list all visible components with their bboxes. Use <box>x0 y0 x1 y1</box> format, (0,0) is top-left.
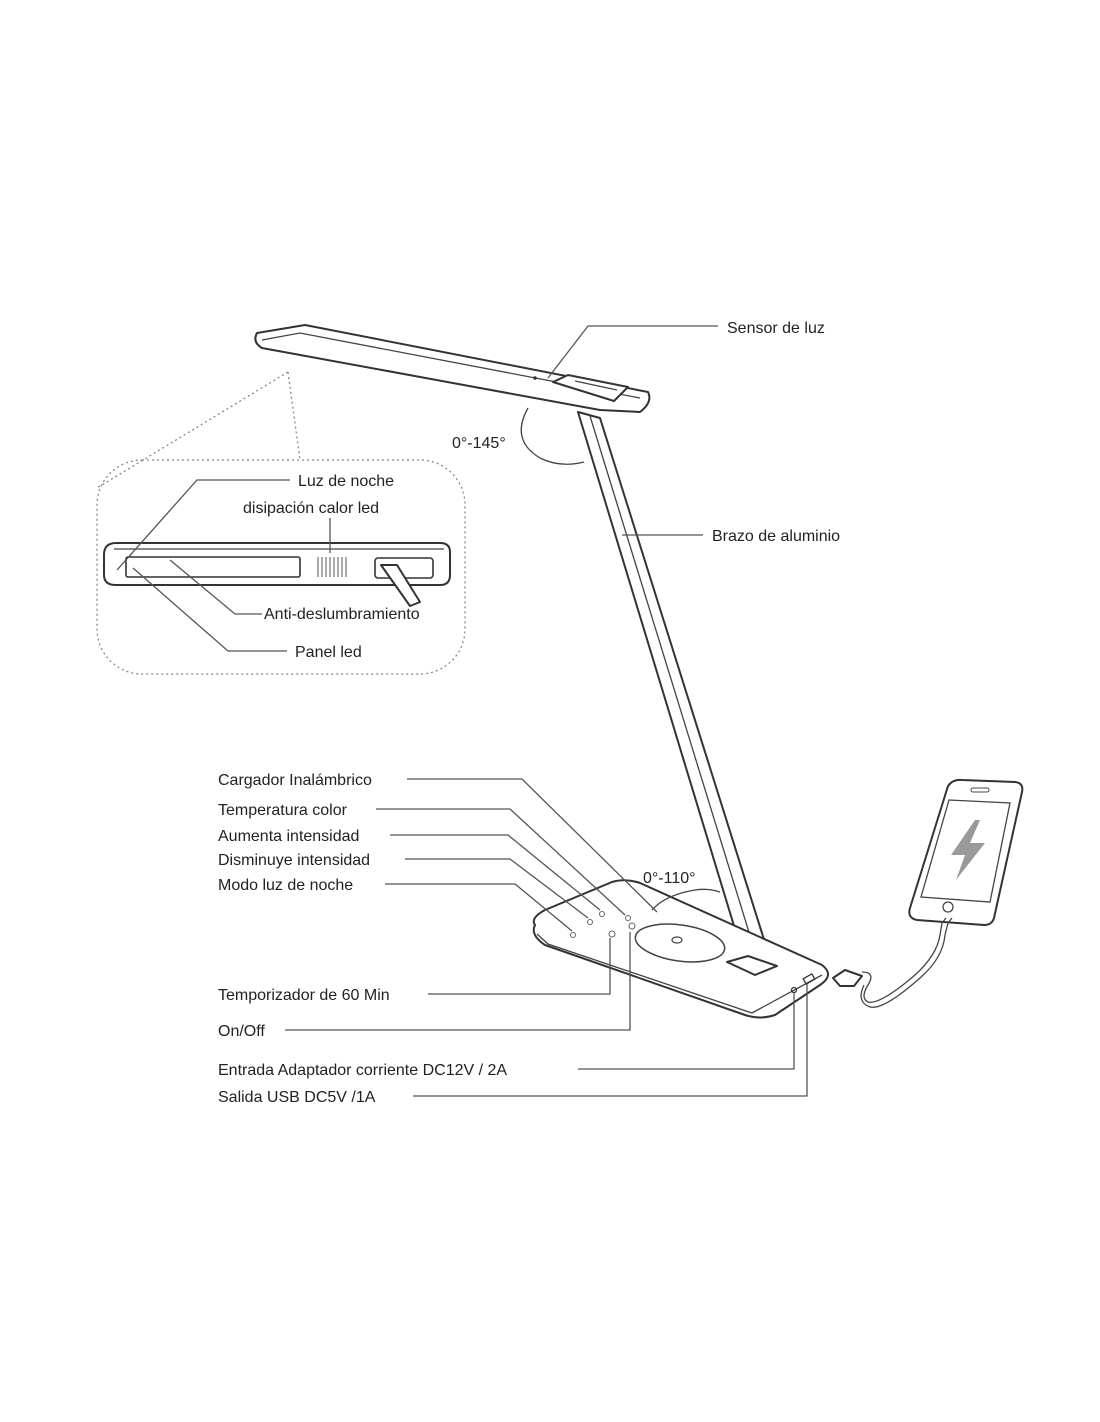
callout-lines <box>116 325 808 1097</box>
lamp-base <box>532 879 829 1019</box>
label-power-input: Entrada Adaptador corriente DC12V / 2A <box>218 1062 507 1079</box>
label-night-light: Luz de noche <box>298 473 394 490</box>
light-sensor-dot <box>533 376 537 380</box>
arm-socket <box>726 955 778 976</box>
label-angle-base: 0°-110° <box>643 870 696 887</box>
label-color-temperature: Temperatura color <box>218 802 348 819</box>
label-aluminium-arm: Brazo de aluminio <box>712 528 840 545</box>
decrease-button[interactable] <box>587 919 593 925</box>
smartphone <box>908 778 1024 926</box>
touch-buttons <box>570 911 636 938</box>
label-decrease-intensity: Disminuye intensidad <box>218 852 370 869</box>
color-temp-button[interactable] <box>625 915 631 921</box>
power-port[interactable] <box>790 986 798 994</box>
label-increase-intensity: Aumenta intensidad <box>218 828 359 845</box>
label-led-panel: Panel led <box>295 644 362 661</box>
label-timer-60: Temporizador de 60 Min <box>218 987 390 1004</box>
night-light-button[interactable] <box>570 932 576 938</box>
label-night-light-mode: Modo luz de noche <box>218 877 353 894</box>
usb-port[interactable] <box>802 973 816 985</box>
phone-home-button <box>942 901 954 913</box>
head-angle-arc <box>520 407 585 465</box>
phone-screen <box>920 799 1011 903</box>
lightning-icon <box>951 820 985 880</box>
timer-button[interactable] <box>608 930 616 938</box>
wireless-charging-icon <box>671 936 683 944</box>
label-anti-glare: Anti-deslumbramiento <box>264 606 420 623</box>
label-angle-head: 0°-145° <box>452 435 506 452</box>
increase-button[interactable] <box>599 911 605 917</box>
inset-led-panel <box>125 556 301 578</box>
label-on-off: On/Off <box>218 1023 265 1040</box>
label-wireless-charger: Cargador Inalámbrico <box>218 772 372 789</box>
head-control-window <box>552 374 629 402</box>
wireless-charging-pad[interactable] <box>633 919 727 967</box>
base-angle-arc <box>651 888 721 911</box>
label-usb-output: Salida USB DC5V /1A <box>218 1089 376 1106</box>
usb-cable <box>832 917 953 1008</box>
labels: Sensor de luz 0°-145° Brazo de aluminio … <box>218 320 840 1106</box>
inset-heat-vents <box>317 557 347 577</box>
on-off-button[interactable] <box>628 922 636 930</box>
label-light-sensor: Sensor de luz <box>727 320 825 337</box>
label-led-heat-dissipation: disipación calor led <box>243 500 379 517</box>
lamp-head <box>254 324 651 465</box>
inset-detail <box>96 371 466 675</box>
inset-frame <box>96 459 466 675</box>
